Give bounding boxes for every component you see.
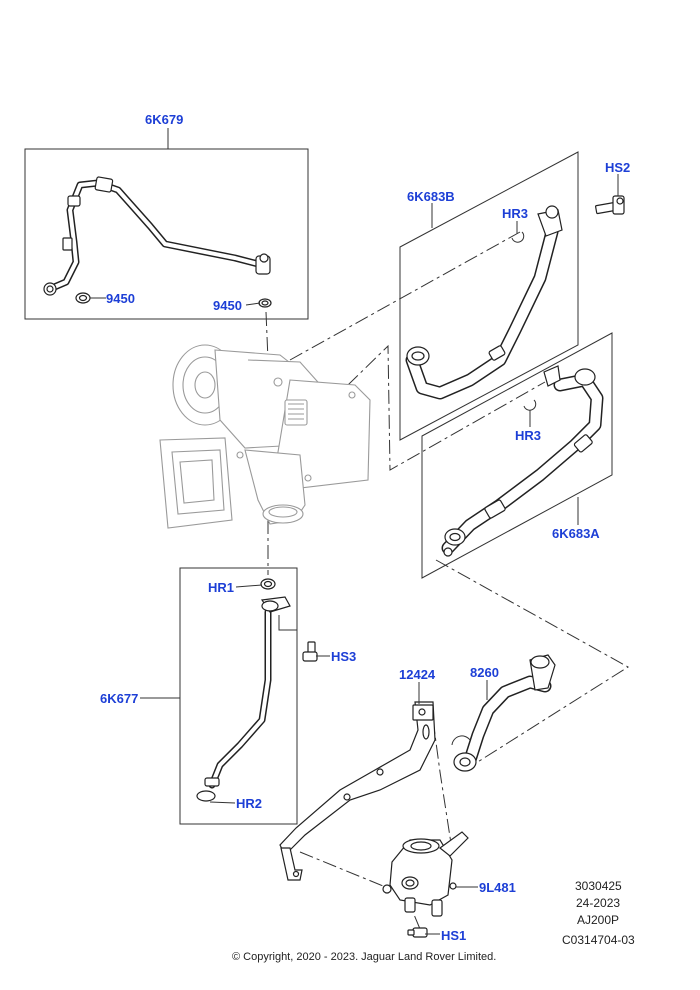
washer-9450-b xyxy=(258,298,272,308)
hose-8260 xyxy=(451,654,556,772)
label-hr3-bottom: HR3 xyxy=(515,428,541,443)
washer-9450-a xyxy=(75,292,91,304)
label-hr2: HR2 xyxy=(236,796,262,811)
bolt-hs1 xyxy=(407,927,428,938)
label-12424: 12424 xyxy=(399,667,436,682)
reference-block: 3030425 24-2023 AJ200P C0314704-03 xyxy=(562,879,635,947)
bolt-hs2 xyxy=(595,195,625,215)
clip-hr3-bottom xyxy=(523,399,537,411)
label-hs3: HS3 xyxy=(331,649,356,664)
ref-line-3: AJ200P xyxy=(577,913,619,927)
leader-lines xyxy=(90,128,619,935)
pipe-6k677 xyxy=(204,596,291,789)
bolt-hs3 xyxy=(302,641,318,662)
clip-hr3-top xyxy=(511,231,525,243)
label-6k683a: 6K683A xyxy=(552,526,600,541)
ref-line-2: 24-2023 xyxy=(576,896,620,910)
label-8260: 8260 xyxy=(470,665,499,680)
connector-lines xyxy=(265,231,629,930)
clip-hr1 xyxy=(260,578,276,590)
hose-6k683a xyxy=(441,365,604,557)
label-9450-a: 9450 xyxy=(106,291,135,306)
hose-6k683b xyxy=(405,205,563,400)
box-6k683b xyxy=(399,151,579,441)
label-9l481: 9L481 xyxy=(479,880,516,895)
bracket-12424 xyxy=(279,701,436,881)
callout-labels: 6K679 9450 9450 6K683B HS2 HR3 HR3 6K683… xyxy=(100,112,630,943)
label-6k683b: 6K683B xyxy=(407,189,455,204)
ref-line-1: 3030425 xyxy=(575,879,622,893)
turbocharger xyxy=(159,344,371,529)
label-6k677: 6K677 xyxy=(100,691,138,706)
label-hs2: HS2 xyxy=(605,160,630,175)
box-6k683a xyxy=(421,332,613,579)
label-6k679: 6K679 xyxy=(145,112,183,127)
label-9450-b: 9450 xyxy=(213,298,242,313)
box-6k679 xyxy=(24,148,309,320)
label-hs1: HS1 xyxy=(441,928,466,943)
box-6k677 xyxy=(179,567,298,825)
housing-9l481 xyxy=(382,831,469,917)
label-hr3-top: HR3 xyxy=(502,206,528,221)
copyright-text: © Copyright, 2020 - 2023. Jaguar Land Ro… xyxy=(232,951,496,963)
clip-hr2 xyxy=(196,790,216,802)
pipe-6k679 xyxy=(43,176,271,296)
ref-line-4: C0314704-03 xyxy=(562,933,635,947)
label-hr1: HR1 xyxy=(208,580,234,595)
